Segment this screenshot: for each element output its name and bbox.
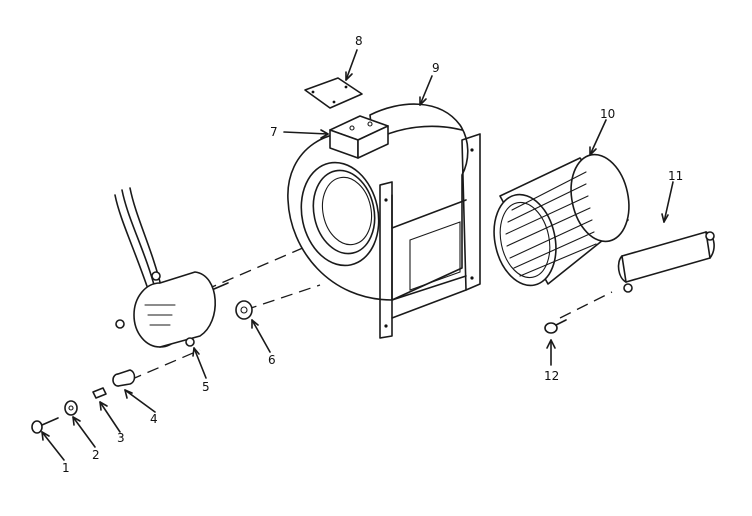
part-3-spacer [92, 387, 107, 399]
part-9-blower-housing [287, 103, 481, 339]
part-8-gasket-plate [304, 77, 363, 109]
part-1-bolt [31, 417, 59, 434]
leader-arrows [41, 49, 674, 461]
callout-3: 3 [117, 431, 125, 445]
callout-1: 1 [62, 461, 70, 475]
part-12-screw [544, 319, 567, 334]
callout-4: 4 [150, 412, 158, 426]
callout-8: 8 [355, 34, 363, 48]
callout-2: 2 [92, 448, 100, 462]
callout-11: 11 [668, 169, 683, 183]
callout-9: 9 [432, 61, 440, 75]
part-4-sleeve [112, 369, 136, 387]
callout-labels: 1 2 3 4 5 6 7 8 9 10 11 12 [62, 34, 683, 475]
part-11-cutoff-plate [617, 231, 715, 293]
part-10-blower-wheel [493, 153, 630, 287]
callout-12: 12 [544, 369, 559, 383]
callout-6: 6 [268, 353, 276, 367]
part-6-bushing [235, 300, 253, 320]
callout-7: 7 [270, 125, 278, 139]
part-2-washer [64, 400, 78, 416]
part-7-terminal-box [329, 115, 389, 159]
callout-10: 10 [600, 107, 615, 121]
callout-5: 5 [202, 380, 210, 394]
part-5-motor [114, 187, 229, 348]
